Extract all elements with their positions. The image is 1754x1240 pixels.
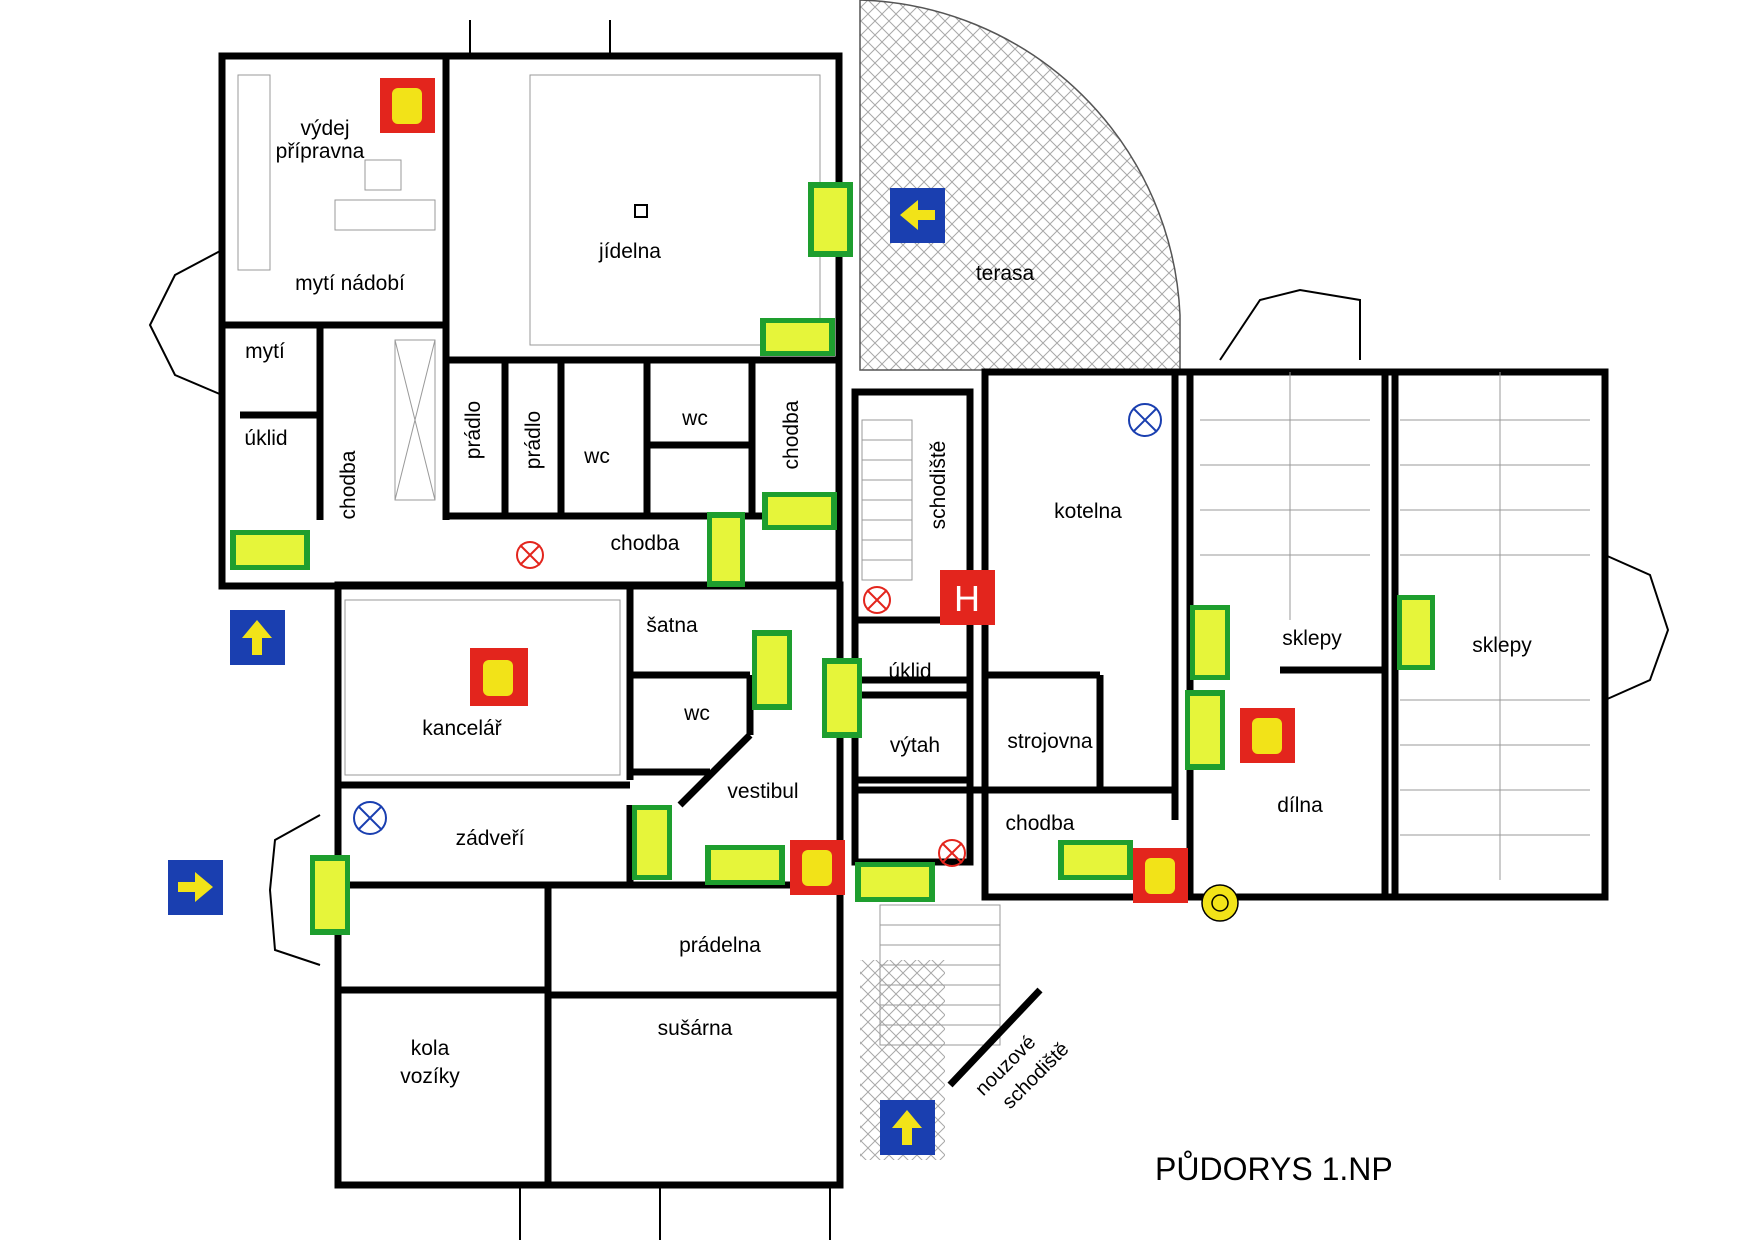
running-man-escape-icon [310,855,350,935]
stairs-emergency [879,904,1043,1088]
cellar-partitions [1200,372,1590,880]
terrace-area [859,0,1181,371]
direction-signs [168,188,945,1155]
room-label-chodba-right: chodba [1006,812,1075,835]
room-label-chodba-left: chodba [337,450,360,519]
running-man-escape-icon [1185,690,1225,770]
electric-shutoff-icon [516,541,544,569]
plan-title: PŮDORYS 1.NP [1155,1151,1393,1187]
room-label-kola: kola [411,1037,450,1060]
room-label-pradlo-1: prádlo [462,401,485,459]
room-label-zadveri: zádveří [456,827,525,850]
hydrant-label: H [954,578,980,619]
running-man-escape-icon [705,845,785,885]
room-label-myti: mytí [245,340,285,363]
stairs-main [861,419,913,581]
running-man-escape-icon [632,805,672,880]
fire-extinguisher-icon [380,78,435,133]
running-man-escape-icon [1397,595,1435,670]
running-man-escape-icon [707,512,745,587]
room-label-vydej: výdej [300,117,349,140]
room-label-dilna: dílna [1277,794,1323,817]
room-label-sklepy-1: sklepy [1282,627,1342,650]
room-label-jidelna: jídelna [598,240,661,263]
room-label-susarna: sušárna [658,1017,733,1040]
running-man-escape-icon [762,492,837,530]
fixtures [148,20,1670,1240]
running-man-escape-icon [1058,840,1133,880]
room-label-wc-1: wc [583,445,610,468]
gas-shutoff-icon [1128,403,1162,437]
running-man-escape-icon [1190,605,1230,680]
room-label-pradelna: prádelna [679,934,761,957]
room-label-kancelar: kancelář [422,717,502,740]
fire-extinguishers [380,78,1295,903]
running-man-escape-icon [855,862,935,902]
fire-extinguisher-icon [1133,848,1188,903]
room-label-vytah: výtah [890,734,940,757]
room-label-myti-nadobi: mytí nádobí [295,272,405,295]
electric-shutoff-icon [938,839,966,867]
room-label-wc-2: wc [681,407,708,430]
direction-arrow-icon [168,860,223,915]
hydrant-icon: H [940,570,995,625]
fire-extinguisher-icon [1240,708,1295,763]
running-man-escape-icon [808,182,853,257]
room-label-uklid-left: úklid [244,427,287,450]
room-label-terasa: terasa [976,262,1035,285]
room-label-strojovna: strojovna [1007,730,1093,753]
running-man-escape-icon [760,318,835,356]
shutoff-symbols [353,403,1239,922]
direction-arrow-icon [230,610,285,665]
room-label-sklepy-2: sklepy [1472,634,1532,657]
water-main-icon [1201,884,1239,922]
room-label-vestibul: vestibul [727,780,798,803]
fire-extinguisher-icon [790,840,845,895]
room-label-chodba-vert: chodba [780,400,803,469]
running-man-escape-icon [752,630,792,710]
room-label-uklid-mid: úklid [888,660,931,683]
electric-shutoff-icon [863,586,891,614]
gas-shutoff-icon [353,801,387,835]
room-label-wc-3: wc [683,702,710,725]
direction-arrow-icon [890,188,945,243]
escape-signs [230,182,1435,935]
room-label-kotelna: kotelna [1054,500,1122,523]
room-label-satna: šatna [646,614,698,637]
room-label-chodba-mid: chodba [611,532,680,555]
room-label-pripravna: přípravna [276,140,365,163]
room-label-schodiste: schodiště [927,441,950,530]
running-man-escape-icon [822,658,862,738]
running-man-escape-icon [230,530,310,570]
direction-arrow-icon [880,1100,935,1155]
room-label-pradlo-2: prádlo [522,411,545,469]
room-label-voziky: vozíky [400,1065,460,1088]
fire-extinguisher-icon [470,648,528,706]
